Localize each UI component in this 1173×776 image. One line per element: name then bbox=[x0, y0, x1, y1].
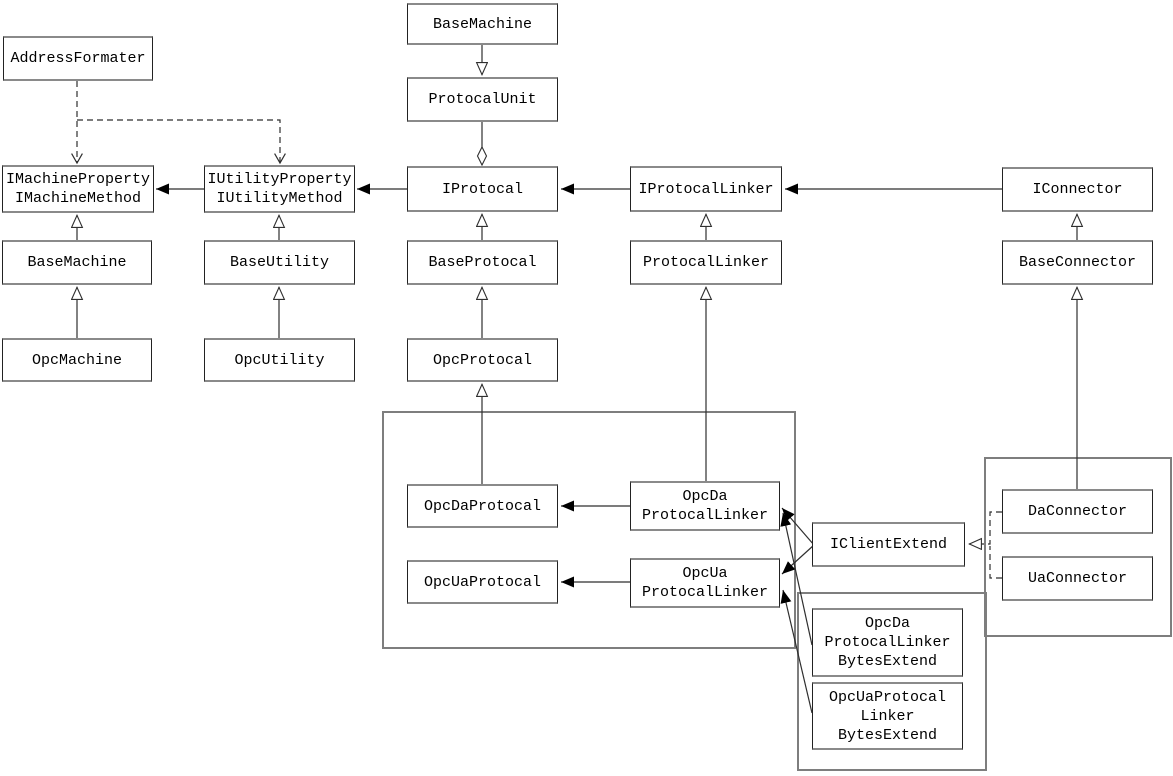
node-iclientextend: IClientExtend bbox=[812, 522, 965, 567]
node-base-utility: BaseUtility bbox=[204, 240, 355, 285]
node-label: IProtocalLinker bbox=[638, 180, 774, 198]
node-opc-machine: OpcMachine bbox=[2, 338, 152, 382]
container-bytesextend-group bbox=[797, 592, 987, 771]
node-ua-connector: UaConnector bbox=[1002, 556, 1153, 601]
node-label: UaConnector bbox=[1027, 570, 1128, 587]
node-label: IMachineMethod bbox=[14, 190, 142, 207]
node-label: AddressFormater bbox=[10, 50, 146, 67]
node-label: IUtilityMethod bbox=[216, 190, 343, 207]
node-label: OpcUaProtocal bbox=[423, 573, 542, 591]
node-opc-ua-protocal: OpcUaProtocal bbox=[407, 560, 558, 604]
node-label: ProtocalLinker bbox=[824, 634, 951, 651]
node-label: OpcMachine bbox=[31, 351, 122, 369]
node-label: IUtilityProperty bbox=[207, 171, 352, 188]
edge-iclientextend-to-opc-da-linker bbox=[781, 507, 815, 546]
node-label: Linker bbox=[860, 707, 915, 725]
node-label: OpcProtocal bbox=[432, 351, 533, 369]
node-label: ProtocalLinker bbox=[642, 254, 770, 271]
container-connector-group bbox=[984, 457, 1172, 637]
node-protocal-unit: ProtocalUnit bbox=[407, 77, 558, 122]
node-label: DaConnector bbox=[1027, 503, 1128, 520]
node-label: BytesExtend bbox=[837, 653, 938, 670]
node-base-machine-left: BaseMachine bbox=[2, 240, 152, 285]
node-iprotocallinker: IProtocalLinker bbox=[630, 166, 782, 212]
edge-ua-connector-to-iclientextend bbox=[989, 546, 1002, 579]
node-label: IMachineProperty bbox=[5, 171, 151, 188]
node-opc-utility: OpcUtility bbox=[204, 338, 355, 382]
edge-opc-ua-bytesextend-to-opc-ua-linker bbox=[780, 589, 813, 714]
node-da-connector: DaConnector bbox=[1002, 489, 1153, 534]
container-protocal-group bbox=[382, 411, 796, 649]
node-base-connector: BaseConnector bbox=[1002, 240, 1153, 285]
node-label: OpcUtility bbox=[234, 351, 325, 369]
node-label: IProtocal bbox=[441, 180, 523, 198]
node-iprotocal: IProtocal bbox=[407, 166, 558, 212]
node-label: IConnector bbox=[1032, 181, 1123, 198]
edge-iclientextend-to-opc-ua-linker bbox=[781, 544, 815, 575]
node-label: BaseConnector bbox=[1018, 254, 1137, 271]
node-label: ProtocalLinker bbox=[641, 507, 769, 524]
edge-da-connector-to-iclientextend bbox=[969, 511, 1002, 544]
node-label: BaseProtocal bbox=[428, 254, 537, 271]
node-label: OpcUa bbox=[682, 565, 728, 582]
node-protocal-linker: ProtocalLinker bbox=[630, 240, 782, 285]
edge-address-formater-to-iutility bbox=[77, 119, 286, 165]
node-label: ProtocalLinker bbox=[641, 584, 769, 601]
node-base-protocal: BaseProtocal bbox=[407, 240, 558, 285]
node-address-formater: AddressFormater bbox=[3, 36, 153, 81]
node-label: OpcUaProtocal bbox=[828, 688, 947, 706]
node-label: IClientExtend bbox=[829, 536, 948, 553]
node-label: ProtocalUnit bbox=[428, 91, 537, 108]
node-label: OpcDaProtocal bbox=[423, 497, 542, 515]
node-label: BaseUtility bbox=[229, 254, 330, 271]
edge-opc-da-bytesextend-to-opc-da-linker bbox=[780, 512, 813, 646]
node-label: OpcDa bbox=[682, 488, 728, 505]
node-opc-protocal: OpcProtocal bbox=[407, 338, 558, 382]
node-label: BytesExtend bbox=[837, 726, 938, 744]
node-label: BaseMachine bbox=[432, 15, 533, 33]
node-opc-da-protocal: OpcDaProtocal bbox=[407, 484, 558, 528]
node-iconnector: IConnector bbox=[1002, 167, 1153, 212]
node-label: BaseMachine bbox=[27, 254, 127, 271]
node-base-machine-top: BaseMachine bbox=[407, 3, 558, 45]
node-label: OpcDa bbox=[864, 615, 910, 632]
